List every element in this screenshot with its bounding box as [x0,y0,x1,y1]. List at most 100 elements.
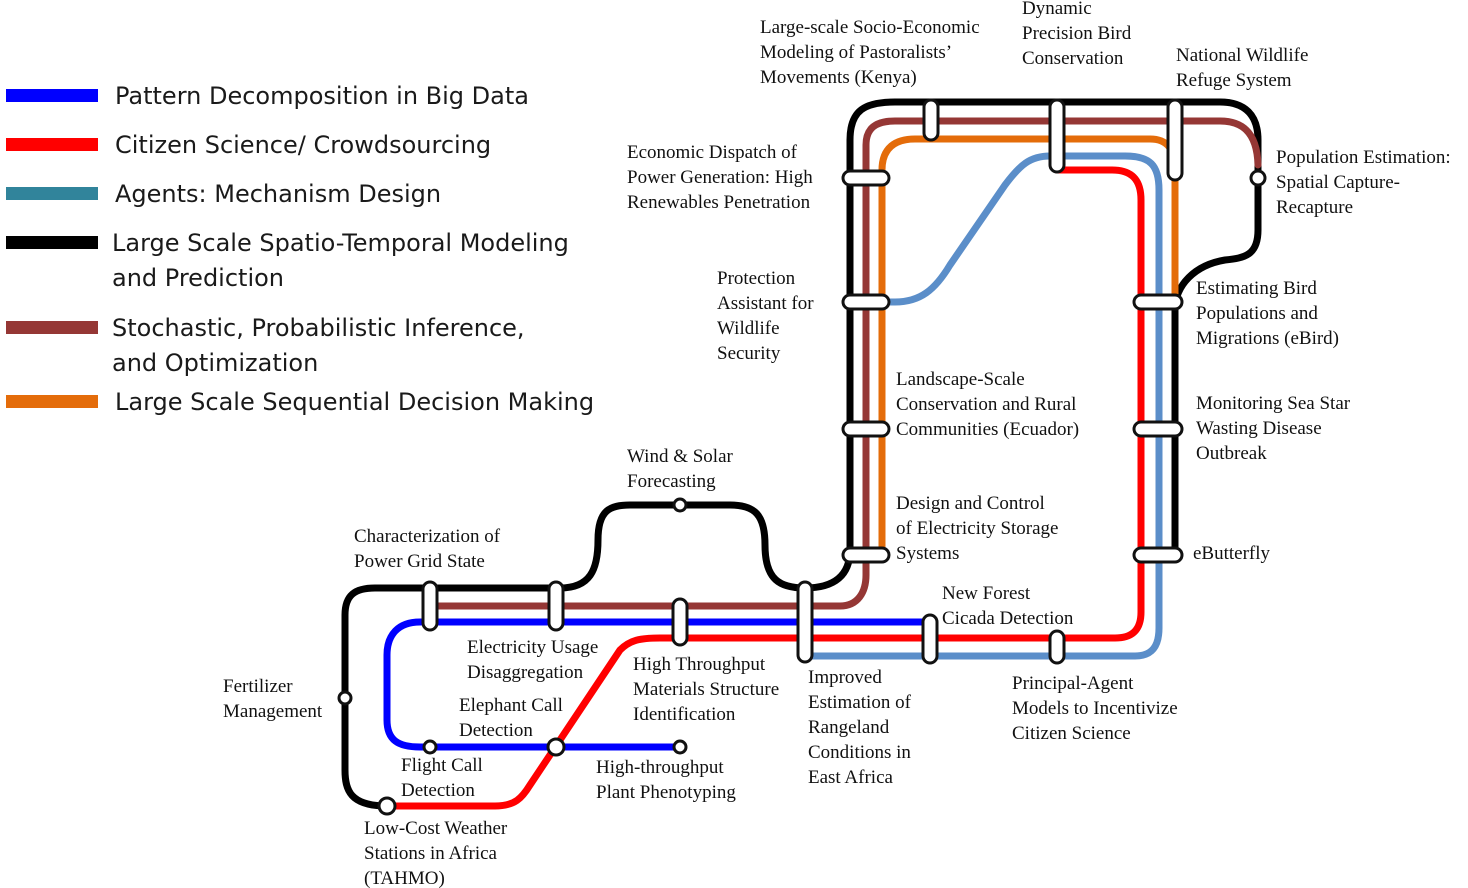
label-line: New Forest [942,583,1031,604]
label-line: Conditions in [808,742,911,763]
label-line: Precision Bird [1022,23,1132,44]
label-line: Security [717,343,781,364]
route-lines [341,98,1262,810]
label-line: Communities (Ecuador) [896,419,1079,440]
legend-label-3-1: and Prediction [112,264,284,292]
label-line: Power Grid State [354,551,485,572]
connector-disaggregation [547,580,565,632]
label-line: Principal-Agent [1012,673,1134,694]
connector-wildlife-refuge [1166,98,1184,182]
station-fertilizer [337,690,353,706]
label-line: Dynamic [1022,0,1092,19]
legend-swatch-5 [6,395,98,408]
label-line: (TAHMO) [364,868,445,888]
legend-swatch-0 [6,89,98,102]
label-storage: Design and Control of Electricity Storage… [896,493,1059,564]
label-line: Wind & Solar [627,446,734,467]
label-line: Detection [401,780,475,801]
label-line: Citizen Science [1012,723,1131,744]
station-population-estimation [1249,169,1267,187]
connector-principal-agent [1048,629,1066,665]
connector-ebutterfly [1132,546,1184,564]
connector-grid-state [421,580,439,632]
label-population-estimation: Population Estimation: Spatial Capture- Re… [1276,147,1451,218]
label-line: Forecasting [627,471,716,492]
label-line: High-throughput [596,757,724,778]
legend-swatch-4 [6,321,98,334]
legend-label-0-0: Pattern Decomposition in Big Data [115,82,529,110]
legend-label-2-0: Agents: Mechanism Design [115,180,441,208]
connector-socio-economic [922,98,940,142]
connector-economic-dispatch [841,169,891,187]
label-line: Identification [633,704,736,725]
label-line: Recapture [1276,197,1353,218]
label-line: Conservation [1022,48,1124,69]
label-line: Population Estimation: [1276,147,1451,168]
label-line: Low-Cost Weather [364,818,508,839]
label-line: Estimation of [808,692,912,713]
label-line: Detection [459,720,533,741]
label-line: Disaggregation [467,662,584,683]
label-line: High Throughput [633,654,766,675]
station-wind-solar [672,497,688,513]
label-line: of Electricity Storage [896,518,1059,539]
legend-label-3-0: Large Scale Spatio-Temporal Modeling [112,229,569,257]
route-spatio-temporal [341,98,1262,810]
label-line: Electricity Usage [467,637,598,658]
route-citizen-science [383,166,1145,810]
connector-materials [671,597,689,647]
label-line: Plant Phenotyping [596,782,736,803]
label-line: Stations in Africa [364,843,498,864]
connector-ebird [1132,293,1184,311]
label-line: eButterfly [1193,543,1271,564]
connector-landscape [841,420,891,438]
connector-cicada [921,613,939,665]
label-line: Design and Control [896,493,1045,514]
label-line: Elephant Call [459,695,563,716]
label-line: Wildlife [717,318,780,339]
label-line: Migrations (eBird) [1196,328,1339,349]
station-plant-phenotyping [672,739,688,755]
connector-storage [841,546,891,564]
label-line: Power Generation: High [627,167,813,188]
label-line: Spatial Capture- [1276,172,1400,193]
legend-label-1-0: Citizen Science/ Crowdsourcing [115,131,491,159]
label-line: Wasting Disease [1196,418,1322,439]
connector-sea-star [1132,420,1184,438]
legend-swatch-3 [6,236,98,249]
label-line: Cicada Detection [942,608,1074,629]
label-line: Refuge System [1176,70,1292,91]
label-line: Estimating Bird [1196,278,1317,299]
connector-rangeland [796,580,814,664]
station-flight-call [422,739,438,755]
label-line: Renewables Penetration [627,192,811,213]
label-line: Flight Call [401,755,483,776]
connector-protection-assistant [841,293,891,311]
label-line: Large-scale Socio-Economic [760,17,980,38]
label-line: Models to Incentivize [1012,698,1178,719]
label-line: National Wildlife [1176,45,1308,66]
station-elephant [546,737,566,757]
label-line: Landscape-Scale [896,369,1025,390]
label-line: Improved [808,667,882,688]
label-line: Monitoring Sea Star [1196,393,1351,414]
route-stochastic-inference [426,117,1262,610]
legend-swatch-2 [6,187,98,200]
label-line: Materials Structure [633,679,779,700]
legend-swatch-1 [6,138,98,151]
